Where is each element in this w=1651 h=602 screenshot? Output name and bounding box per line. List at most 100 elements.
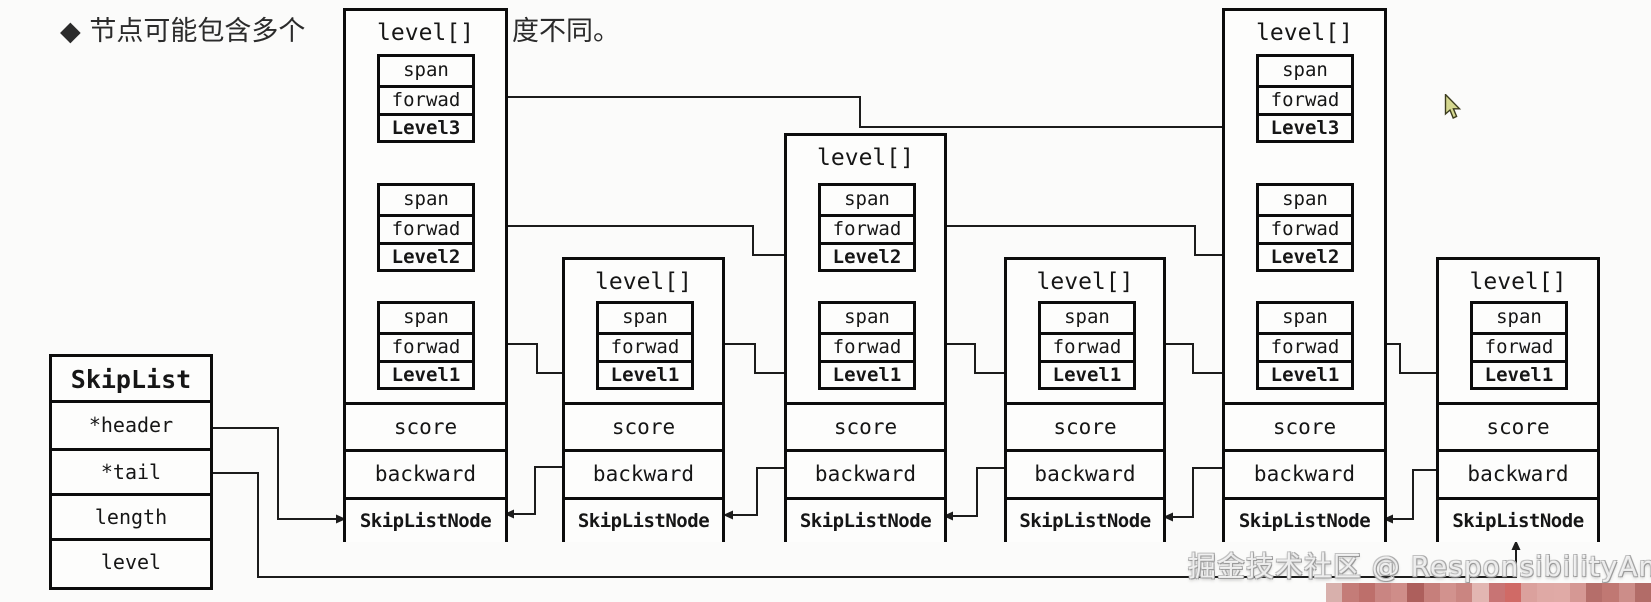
node-type-row: SkipListNode	[787, 497, 944, 542]
backward-row: backward	[565, 449, 722, 497]
level-name-cell: Level1	[380, 360, 472, 387]
score-row: score	[787, 402, 944, 449]
span-cell: span	[1259, 304, 1351, 332]
level-array-label: level[]	[1469, 269, 1567, 295]
forward-cell: forwad	[1041, 332, 1133, 360]
node-type-row: SkipListNode	[1007, 497, 1163, 542]
strip-block	[1391, 583, 1408, 602]
span-cell: span	[599, 304, 691, 332]
level-name-cell: Level1	[599, 360, 691, 387]
level-name-cell: Level1	[1041, 360, 1133, 387]
arrow-backward-n3-n2	[723, 467, 784, 520]
strip-block	[1634, 583, 1651, 602]
forward-cell: forwad	[1259, 85, 1351, 113]
span-cell-label: span	[844, 188, 890, 210]
skiplist-field-length: length	[52, 493, 210, 538]
level-name-cell-label: Level1	[1484, 364, 1554, 386]
arrow-backward-n5-n4	[1163, 467, 1222, 522]
level-name-cell-label: Level2	[1270, 246, 1340, 268]
strip-block	[1602, 583, 1619, 602]
span-cell: span	[1473, 304, 1565, 332]
skiplist-field-level: level	[52, 538, 210, 583]
forward-cell: forwad	[821, 214, 913, 242]
strip-block	[1488, 583, 1505, 602]
score-row: score	[565, 402, 722, 449]
forward-cell-label: forwad	[391, 89, 461, 111]
forward-cell-label: forwad	[391, 218, 461, 240]
strip-block	[1326, 583, 1343, 602]
level-name-cell: Level2	[1259, 242, 1351, 269]
backward-row: backward	[1225, 449, 1384, 497]
node-type-row: SkipListNode	[346, 497, 505, 542]
level-name-cell-label: Level1	[832, 364, 902, 386]
strip-block	[1586, 583, 1603, 602]
strip-block	[1472, 583, 1489, 602]
forward-cell-label: forwad	[391, 336, 461, 358]
level-name-cell-label: Level1	[1052, 364, 1122, 386]
title-text-left: ◆ 节点可能包含多个	[60, 16, 306, 47]
level-name-cell: Level3	[380, 113, 472, 140]
arrow-forward-level2-n3-n5	[916, 225, 1258, 260]
span-cell: span	[1259, 57, 1351, 85]
forward-cell: forwad	[1473, 332, 1565, 360]
node-type-row: SkipListNode	[1225, 497, 1384, 542]
span-cell: span	[380, 186, 472, 214]
forward-cell: forwad	[380, 85, 472, 113]
span-cell: span	[821, 186, 913, 214]
forward-cell: forwad	[1259, 214, 1351, 242]
score-row: score	[1439, 402, 1597, 449]
span-cell-label: span	[844, 306, 890, 328]
forward-cell-label: forwad	[1270, 336, 1340, 358]
span-cell-label: span	[1282, 188, 1328, 210]
skiplist-field-header: *header	[88, 413, 174, 437]
span-cell-label: span	[1282, 306, 1328, 328]
level-name-cell-label: Level3	[1270, 117, 1340, 139]
span-cell-label: span	[1282, 59, 1328, 81]
span-cell-label: span	[1496, 306, 1542, 328]
score-row: score	[346, 402, 505, 449]
forward-cell-label: forwad	[832, 218, 902, 240]
arrow-backward-n2-n1	[504, 466, 562, 519]
span-cell-label: span	[403, 59, 449, 81]
mouse-cursor-icon	[1444, 94, 1462, 119]
level-name-cell-label: Level2	[391, 246, 461, 268]
arrow-header-to-n1	[213, 427, 346, 524]
span-cell-label: span	[622, 306, 668, 328]
strip-block	[1618, 583, 1635, 602]
arrow-backward-n4-n3	[943, 467, 1004, 521]
node-type-row: SkipListNode	[1439, 497, 1597, 542]
forward-cell-label: forwad	[1484, 336, 1554, 358]
strip-block	[1553, 583, 1570, 602]
forward-cell: forwad	[380, 214, 472, 242]
span-cell-label: span	[403, 188, 449, 210]
backward-row: backward	[346, 449, 505, 497]
strip-block	[1423, 583, 1440, 602]
span-cell-label: span	[403, 306, 449, 328]
score-row: score	[1225, 402, 1384, 449]
strip-block	[1456, 583, 1473, 602]
strip-block	[1407, 583, 1424, 602]
skiplist-struct-box: SkipList *header *tail length level	[49, 354, 213, 590]
span-cell: span	[380, 304, 472, 332]
level-name-cell-label: Level3	[391, 117, 461, 139]
span-cell: span	[380, 57, 472, 85]
forward-cell-label: forwad	[1270, 89, 1340, 111]
arrow-forward-level3-n1-n5	[475, 96, 1258, 132]
level-array-label: level[]	[1036, 269, 1134, 295]
level-name-cell: Level1	[1473, 360, 1565, 387]
level-name-cell-label: Level1	[391, 364, 461, 386]
score-row: score	[1007, 402, 1163, 449]
strip-block	[1342, 583, 1359, 602]
strip-block	[1358, 583, 1375, 602]
backward-row: backward	[1007, 449, 1163, 497]
level-array-label: level[]	[817, 145, 914, 171]
level-array-label: level[]	[377, 20, 474, 46]
strip-block	[1374, 583, 1391, 602]
